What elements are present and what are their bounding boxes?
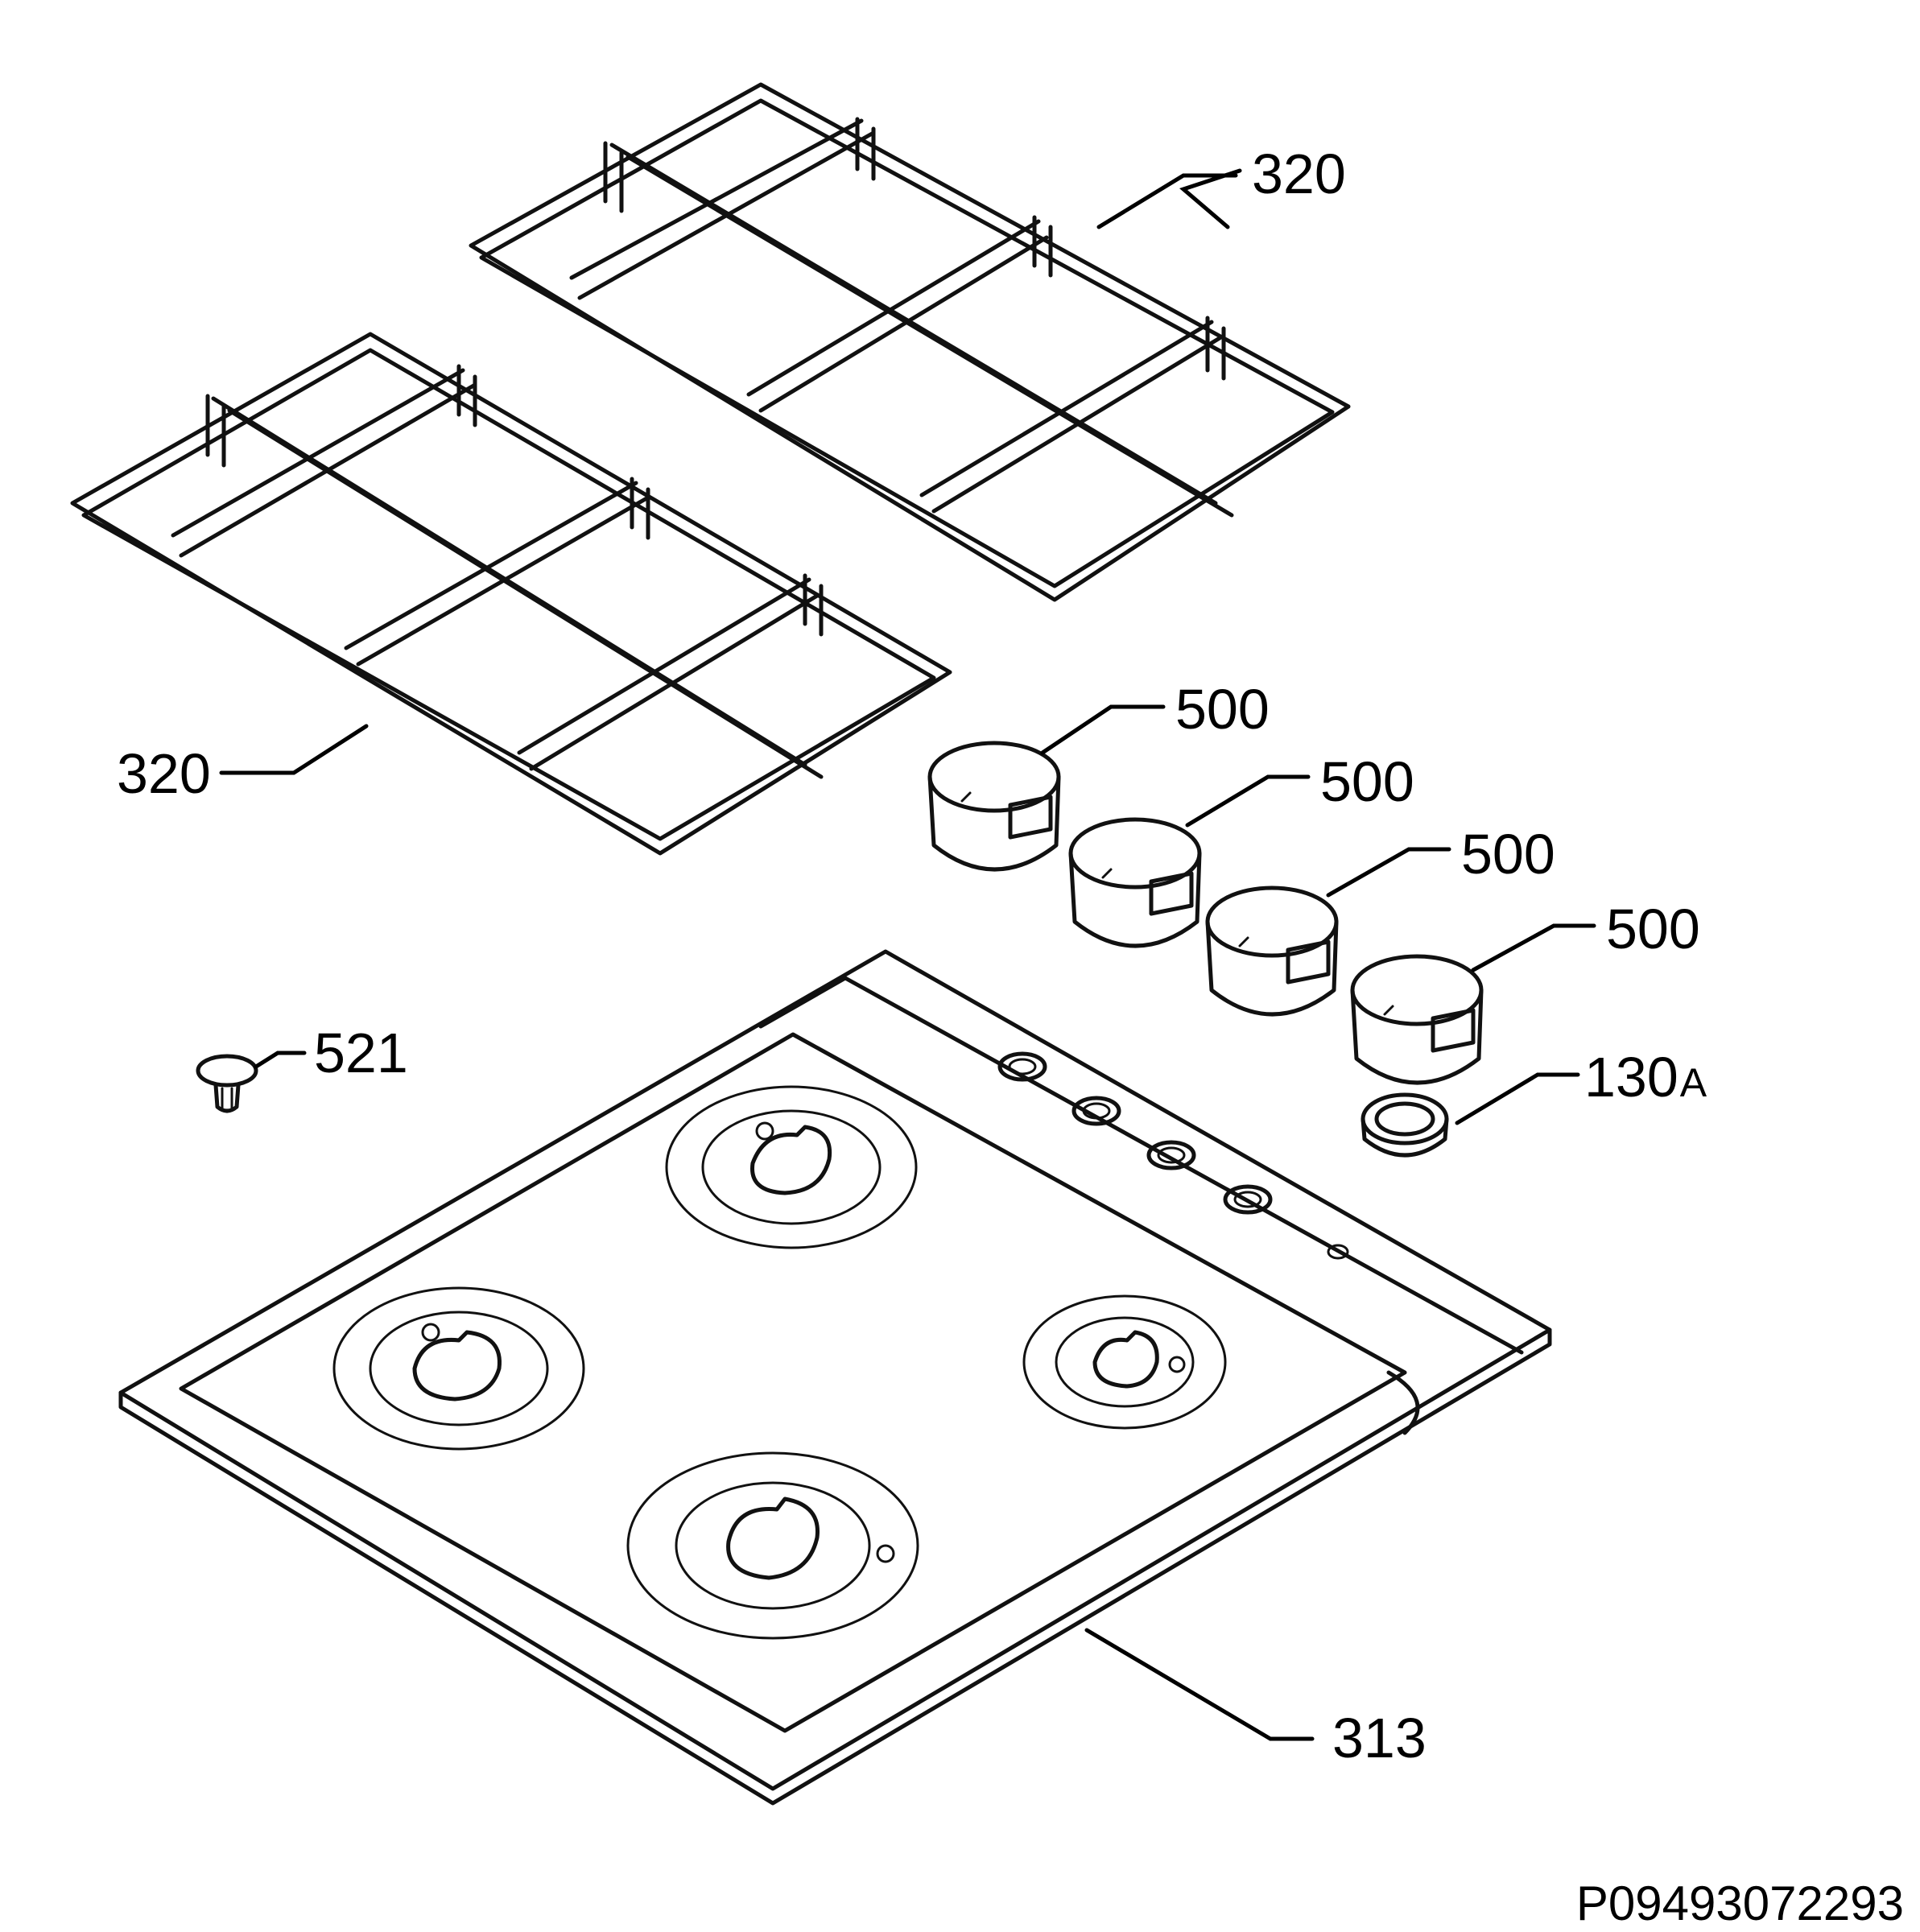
callout-500-knob-1: 500 [1175, 678, 1270, 741]
callout-500-knob-2: 500 [1320, 750, 1414, 813]
pan-support-grid-top [469, 82, 1351, 602]
document-id: P09493072293 [1576, 1876, 1904, 1930]
knob-holes [997, 1051, 1349, 1260]
callout-130a-seal: 130A [1584, 1046, 1707, 1108]
hob-top-plate [118, 949, 1552, 1806]
burner-well-front-left [332, 1286, 585, 1451]
callout-500-knob-4: 500 [1606, 898, 1700, 960]
callout-320-top: 320 [1252, 142, 1346, 205]
leader-lines [219, 168, 1596, 1741]
control-knob-1 [927, 741, 1061, 872]
burner-well-rear-right [1022, 1294, 1227, 1430]
control-knob-4 [1350, 954, 1484, 1085]
burner-well-front-right [626, 1451, 919, 1640]
callout-521-bumper: 521 [314, 1022, 408, 1084]
control-knob-3 [1205, 886, 1339, 1017]
burner-well-rear-left [665, 1085, 918, 1249]
control-knob-2 [1068, 817, 1202, 948]
callout-313-hob-top: 313 [1332, 1707, 1427, 1769]
pan-support-grid-left [70, 332, 952, 856]
rubber-bumper [196, 1054, 258, 1113]
callout-320-left: 320 [117, 742, 211, 805]
callout-500-knob-3: 500 [1461, 823, 1555, 886]
knob-seal-ring [1361, 1092, 1449, 1158]
